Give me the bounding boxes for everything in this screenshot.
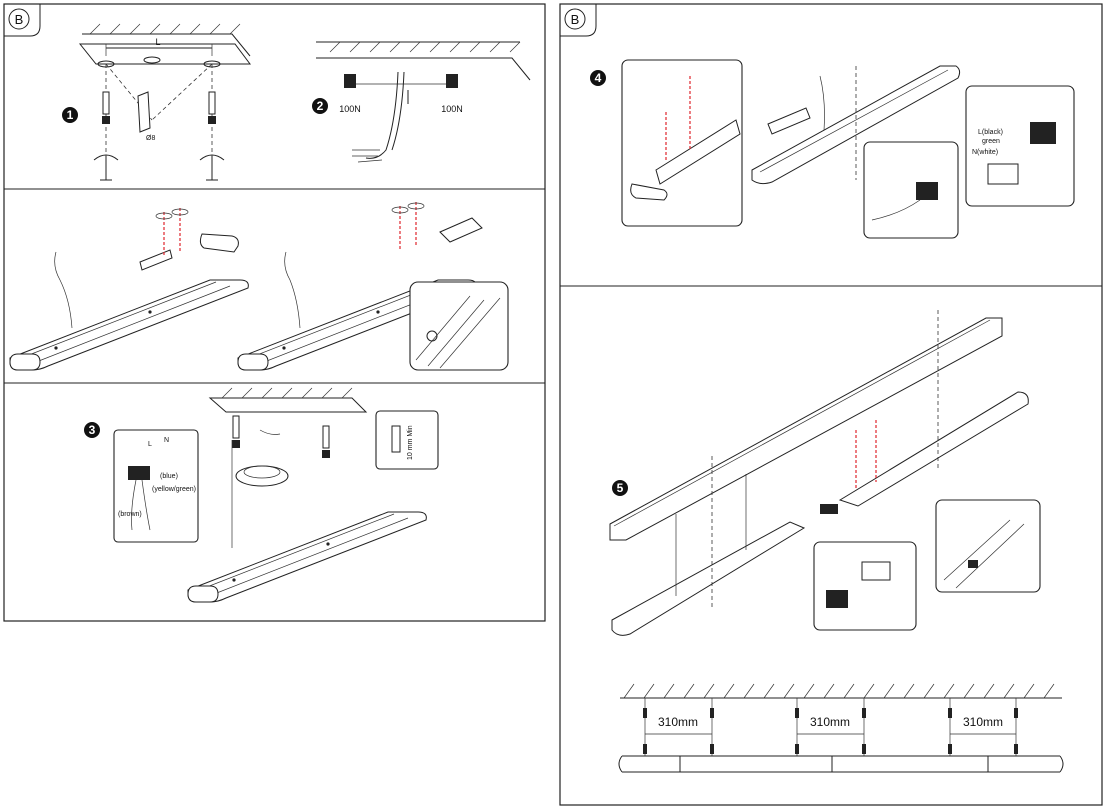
spacing-label-2: 310mm [810,715,850,729]
wire-L-black-label: L(black) [978,129,1003,136]
step4-number: 4 [595,71,602,85]
force-left-label: 100N [339,104,361,114]
step3-number: 3 [89,423,96,437]
suspension-spacing-diagram: 310mm 310mm 310mm [618,683,1064,773]
left-panel: B [3,3,546,622]
step4-terminal-inset [863,141,959,239]
step3-wiring: L N (blue) (yellow/green) (brown) 10 mm … [84,387,439,603]
row2-fixture-assembly [9,202,509,371]
step5-number: 5 [617,481,624,495]
section-tab-right [559,4,597,37]
wire-N-white-label: N(white) [972,149,998,156]
section-tab-left [3,4,41,37]
wire-brown-label: (brown) [118,511,142,518]
step1-ceiling-mounting: L Ø8 1 [62,23,251,181]
svg-text:Ø8: Ø8 [146,135,155,142]
step1-badge [62,107,78,123]
spacing-label-1: 310mm [658,715,698,729]
step3-badge [84,422,100,438]
step2-badge [312,98,328,114]
step4-badge [590,70,606,86]
step5-connector-inset [813,541,917,631]
step2-number: 2 [317,99,324,113]
step3-terminal-inset [113,429,199,543]
section-tab-left-label: B [15,12,24,27]
step4-electrical-connection: 4 L(black) green N(white) [590,59,1075,239]
wire-yellow-green-label: (yellow/green) [152,486,196,493]
row2-detail-inset [409,281,509,371]
step2-anchor-load: 100N 100N 2 [312,41,531,163]
wire-green-label: green [982,138,1000,145]
wire-blue-label: (blue) [160,473,178,480]
dimension-L-label: L [155,37,160,47]
spacing-label-3: 310mm [963,715,1003,729]
step5-joint-inset [935,499,1041,593]
step5-badge [612,480,628,496]
step1-number: 1 [67,108,74,122]
wire-L-label: L [148,441,152,448]
section-tab-right-label: B [571,12,580,27]
force-right-label: 100N [441,104,463,114]
min-clearance-label: 10 mm Min [407,425,414,460]
step4-end-cap-inset [621,59,743,227]
right-panel: B [559,3,1103,806]
wire-N-label: N [164,437,169,444]
step5-suspended-line: 5 [609,310,1041,636]
step4-wire-label-inset [965,85,1075,207]
